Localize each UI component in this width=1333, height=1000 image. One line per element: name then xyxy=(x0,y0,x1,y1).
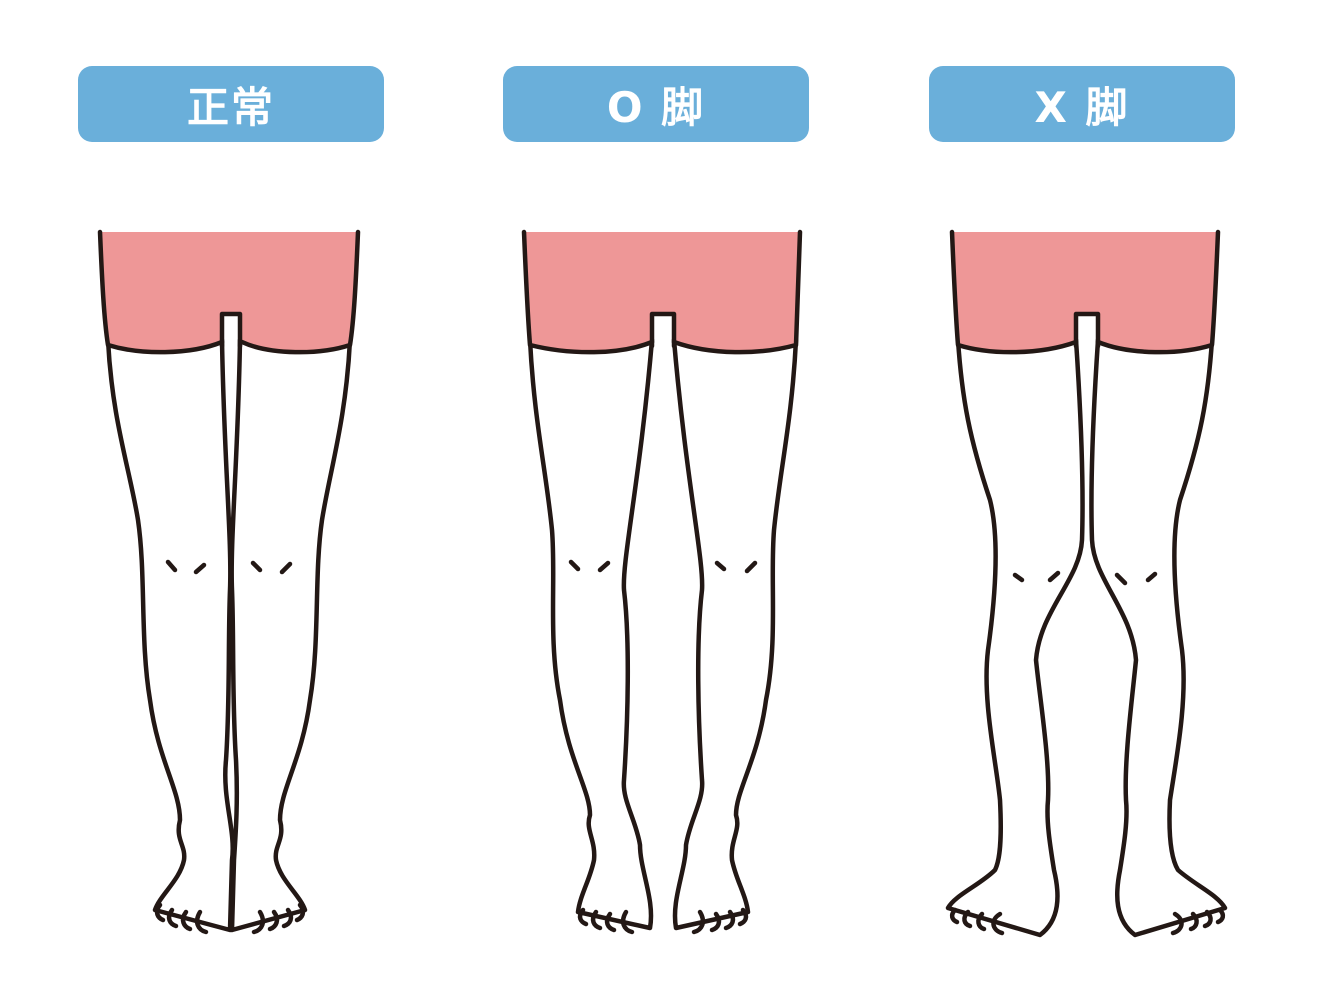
normal-right-leg xyxy=(229,337,353,933)
label-x-legs: X 脚 xyxy=(929,66,1235,142)
o-right-leg xyxy=(671,337,799,931)
normal-left-leg xyxy=(105,337,235,933)
x-right-leg xyxy=(1089,337,1228,938)
figure-o-legs xyxy=(521,229,803,935)
figure-normal-legs xyxy=(97,229,361,935)
label-normal: 正常 xyxy=(78,66,384,142)
label-normal-text: 正常 xyxy=(186,82,275,132)
figure-x-legs xyxy=(945,229,1228,938)
label-o-legs: O 脚 xyxy=(503,66,809,142)
x-left-leg xyxy=(945,337,1085,938)
o-left-leg xyxy=(527,337,655,931)
label-x-legs-text: X 脚 xyxy=(1034,82,1130,132)
label-o-legs-text: O 脚 xyxy=(606,82,706,132)
